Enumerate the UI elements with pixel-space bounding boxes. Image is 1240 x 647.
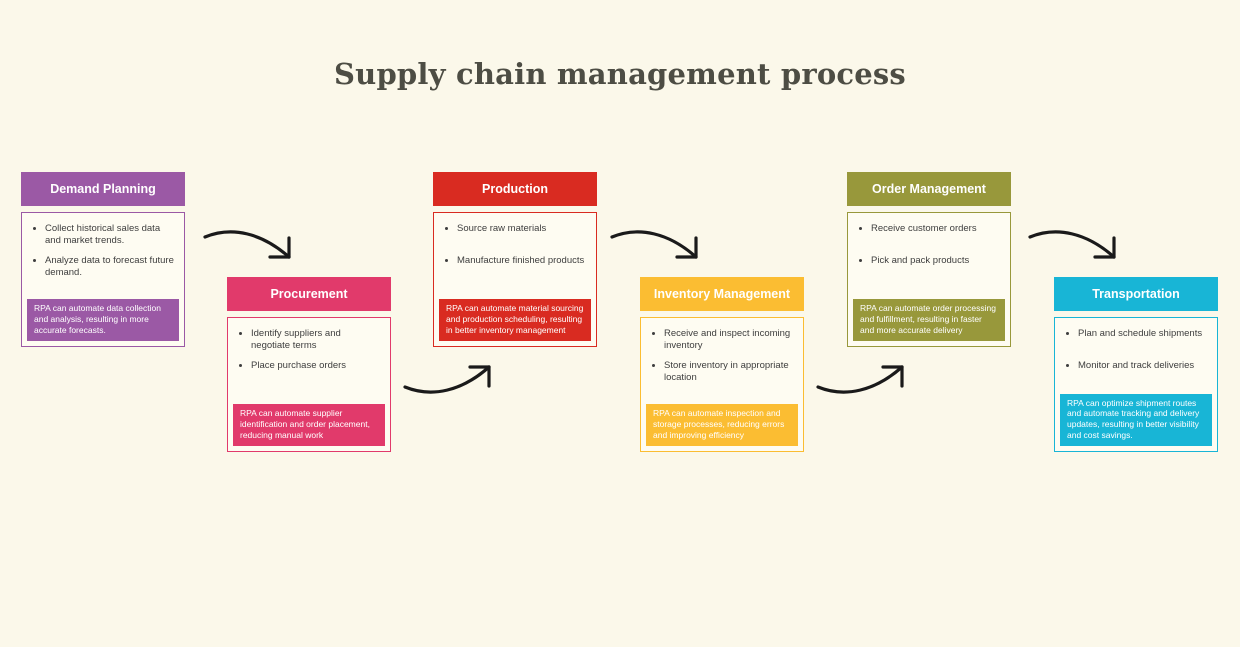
bullet-item: Analyze data to forecast future demand.	[45, 255, 176, 287]
stage-bullets: Plan and schedule shipments Monitor and …	[1055, 328, 1217, 392]
stage-demand-planning: Demand Planning Collect historical sales…	[21, 172, 185, 347]
stage-bullets: Collect historical sales data and market…	[22, 223, 184, 287]
bullet-item: Manufacture finished products	[457, 255, 588, 287]
bullet-item: Store inventory in appropriate location	[664, 360, 795, 392]
flow-arrow-order-to-transportation	[1025, 222, 1130, 272]
stage-header-production: Production	[433, 172, 597, 206]
stage-header-order-management: Order Management	[847, 172, 1011, 206]
bullet-item: Monitor and track deliveries	[1078, 360, 1209, 392]
rpa-note: RPA can optimize shipment routes and aut…	[1060, 393, 1212, 446]
stage-procurement: Procurement Identify suppliers and negot…	[227, 277, 391, 452]
stage-body-inventory-management: Receive and inspect incoming inventory S…	[640, 317, 804, 452]
stage-header-inventory-management: Inventory Management	[640, 277, 804, 311]
stage-body-procurement: Identify suppliers and negotiate terms P…	[227, 317, 391, 452]
flow-arrow-procurement-to-production	[400, 352, 505, 402]
rpa-note: RPA can automate material sourcing and p…	[439, 299, 591, 341]
stage-title: Inventory Management	[653, 287, 791, 301]
stage-bullets: Receive and inspect incoming inventory S…	[641, 328, 803, 392]
stage-title: Transportation	[1092, 287, 1180, 301]
stage-header-demand-planning: Demand Planning	[21, 172, 185, 206]
rpa-note: RPA can automate inspection and storage …	[646, 404, 798, 446]
bullet-item: Source raw materials	[457, 223, 588, 255]
stage-body-order-management: Receive customer orders Pick and pack pr…	[847, 212, 1011, 347]
rpa-note: RPA can automate supplier identification…	[233, 404, 385, 446]
bullet-item: Receive and inspect incoming inventory	[664, 328, 795, 360]
stage-title: Demand Planning	[50, 182, 156, 196]
stage-body-production: Source raw materials Manufacture finishe…	[433, 212, 597, 347]
bullet-item: Plan and schedule shipments	[1078, 328, 1209, 360]
flow-arrow-inventory-to-order	[813, 352, 918, 402]
stage-title: Procurement	[270, 287, 348, 301]
bullet-item: Pick and pack products	[871, 255, 1002, 287]
stage-bullets: Identify suppliers and negotiate terms P…	[228, 328, 390, 392]
stage-body-demand-planning: Collect historical sales data and market…	[21, 212, 185, 347]
stage-header-transportation: Transportation	[1054, 277, 1218, 311]
stage-order-management: Order Management Receive customer orders…	[847, 172, 1011, 347]
bullet-item: Place purchase orders	[251, 360, 382, 392]
rpa-note: RPA can automate order processing and fu…	[853, 299, 1005, 341]
page-title: Supply chain management process	[334, 57, 906, 92]
stage-bullets: Source raw materials Manufacture finishe…	[434, 223, 596, 287]
stage-title: Production	[482, 182, 548, 196]
bullet-item: Collect historical sales data and market…	[45, 223, 176, 255]
flow-arrow-production-to-inventory	[607, 222, 712, 272]
stage-bullets: Receive customer orders Pick and pack pr…	[848, 223, 1010, 287]
flow-arrow-demand-to-procurement	[200, 222, 305, 272]
stage-body-transportation: Plan and schedule shipments Monitor and …	[1054, 317, 1218, 452]
stage-header-procurement: Procurement	[227, 277, 391, 311]
stage-transportation: Transportation Plan and schedule shipmen…	[1054, 277, 1218, 452]
stage-title: Order Management	[872, 182, 986, 196]
rpa-note: RPA can automate data collection and ana…	[27, 299, 179, 341]
bullet-item: Identify suppliers and negotiate terms	[251, 328, 382, 360]
stage-production: Production Source raw materials Manufact…	[433, 172, 597, 347]
stage-inventory-management: Inventory Management Receive and inspect…	[640, 277, 804, 452]
bullet-item: Receive customer orders	[871, 223, 1002, 255]
